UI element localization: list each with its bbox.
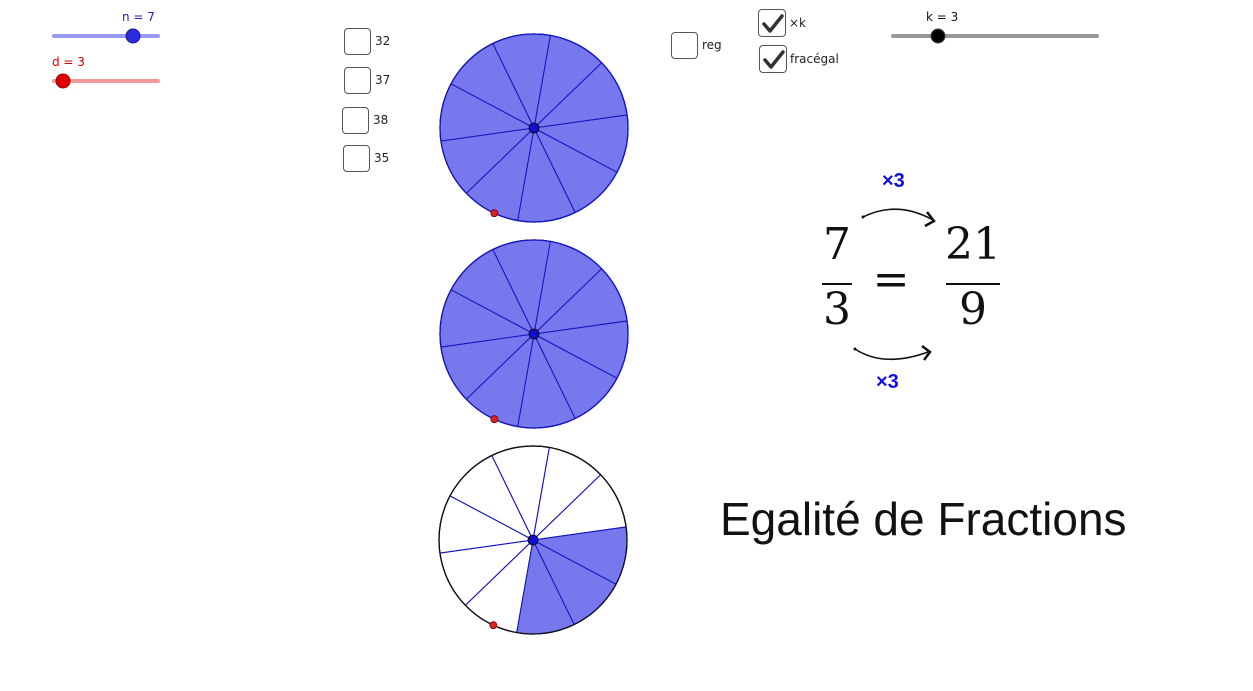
pie-2-center-point: [528, 328, 540, 340]
pie-1-red-point: [490, 209, 499, 218]
pie-3-ring: [438, 445, 628, 635]
checkbox-xk-label: ×k: [789, 16, 807, 30]
bottom-multiplier: ×3: [876, 371, 899, 393]
checkbox-37-label: 37: [375, 73, 391, 87]
left-fraction-bar: [822, 283, 852, 285]
pie-2-ring: [439, 239, 629, 429]
slider-d-handle[interactable]: [55, 73, 71, 89]
checkbox-35[interactable]: [343, 145, 370, 172]
checkbox-reg[interactable]: [671, 32, 698, 59]
checkbox-37[interactable]: [344, 67, 371, 94]
checkmark-icon: [763, 50, 785, 69]
pie-1-ring: [439, 33, 629, 223]
slider-d-label: d = 3: [52, 55, 85, 69]
slider-n-track[interactable]: [50, 8, 162, 48]
checkbox-32-label: 32: [375, 34, 391, 48]
page-title: Egalité de Fractions: [720, 493, 1127, 545]
slider-k-track[interactable]: [888, 8, 1102, 48]
pie-3-red-point: [489, 621, 498, 630]
checkbox-35-label: 35: [374, 151, 390, 165]
slider-k-label: k = 3: [926, 10, 959, 24]
pie-3-center-point: [527, 534, 539, 546]
right-fraction-bar: [946, 283, 1000, 285]
right-denominator: 9: [959, 284, 987, 335]
bottom-arrow-icon: [853, 345, 932, 361]
slider-n[interactable]: n = 7: [50, 8, 162, 48]
slider-d-track[interactable]: [50, 53, 162, 93]
checkbox-38[interactable]: [342, 107, 369, 134]
right-numerator: 21: [945, 219, 1001, 270]
pie-1-center-point: [528, 122, 540, 134]
checkbox-38-label: 38: [373, 113, 389, 127]
top-multiplier: ×3: [882, 170, 905, 192]
checkbox-fracegal[interactable]: [759, 45, 787, 73]
checkbox-xk[interactable]: [758, 9, 786, 37]
checkmark-icon: [762, 14, 784, 33]
slider-d[interactable]: d = 3: [50, 53, 162, 93]
equals-sign: =: [872, 254, 910, 305]
top-arrow-icon: [861, 208, 936, 228]
left-denominator: 3: [823, 284, 851, 335]
checkbox-32[interactable]: [344, 28, 371, 55]
slider-k[interactable]: k = 3: [888, 8, 1102, 48]
checkbox-fracegal-label: fracégal: [790, 52, 839, 66]
slider-k-handle[interactable]: [930, 28, 946, 44]
slider-n-handle[interactable]: [125, 28, 141, 44]
pie-2-red-point: [490, 415, 499, 424]
left-numerator: 7: [823, 219, 851, 270]
checkbox-reg-label: reg: [702, 38, 722, 52]
slider-n-label: n = 7: [122, 10, 155, 24]
